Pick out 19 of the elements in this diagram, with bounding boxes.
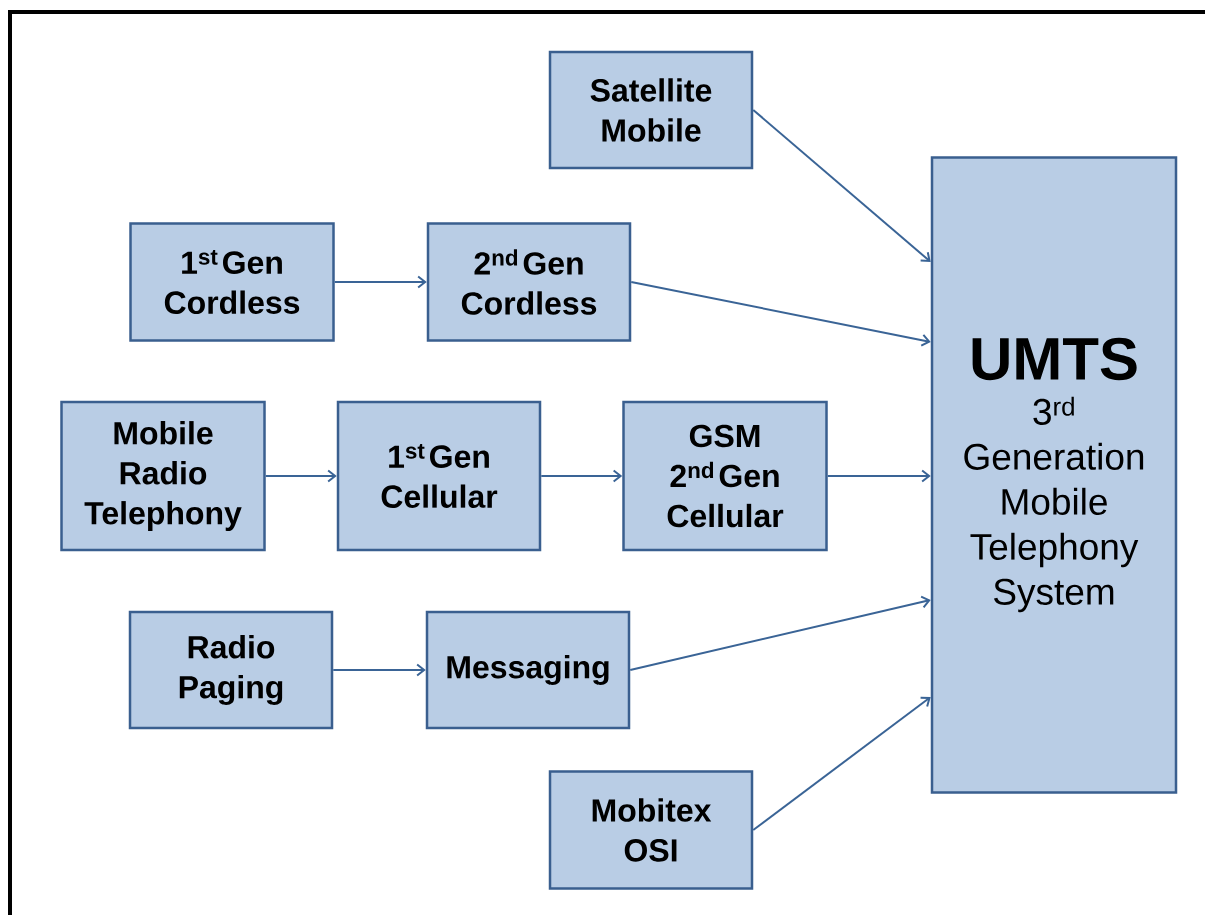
- process-box: Mobile Radio Telephony: [60, 400, 266, 552]
- process-box: GSM 2$^{nd}$ Gen Cellular: [622, 400, 828, 552]
- process-box: Radio Paging: [128, 610, 334, 730]
- arrow: [826, 469, 931, 483]
- arrow: [752, 696, 931, 831]
- arrow: [332, 663, 426, 677]
- process-box: Messaging: [425, 610, 631, 730]
- process-box: Satellite Mobile: [548, 50, 754, 170]
- arrow: [264, 469, 337, 483]
- process-box: 2$^{nd}$ Gen Cordless: [426, 222, 632, 342]
- arrow: [629, 595, 931, 671]
- process-box: Mobitex OSI: [548, 770, 754, 890]
- arrow: [630, 281, 931, 347]
- arrow: [333, 275, 427, 289]
- arrow: [752, 109, 931, 262]
- process-box: 1$^{st}$ Gen Cellular: [336, 400, 542, 552]
- process-box: 1$^{st}$ Gen Cordless: [129, 222, 335, 342]
- system-box: UMTS 3$^{rd}$ Generation Mobile Telephony System: [930, 156, 1178, 794]
- arrow: [540, 469, 623, 483]
